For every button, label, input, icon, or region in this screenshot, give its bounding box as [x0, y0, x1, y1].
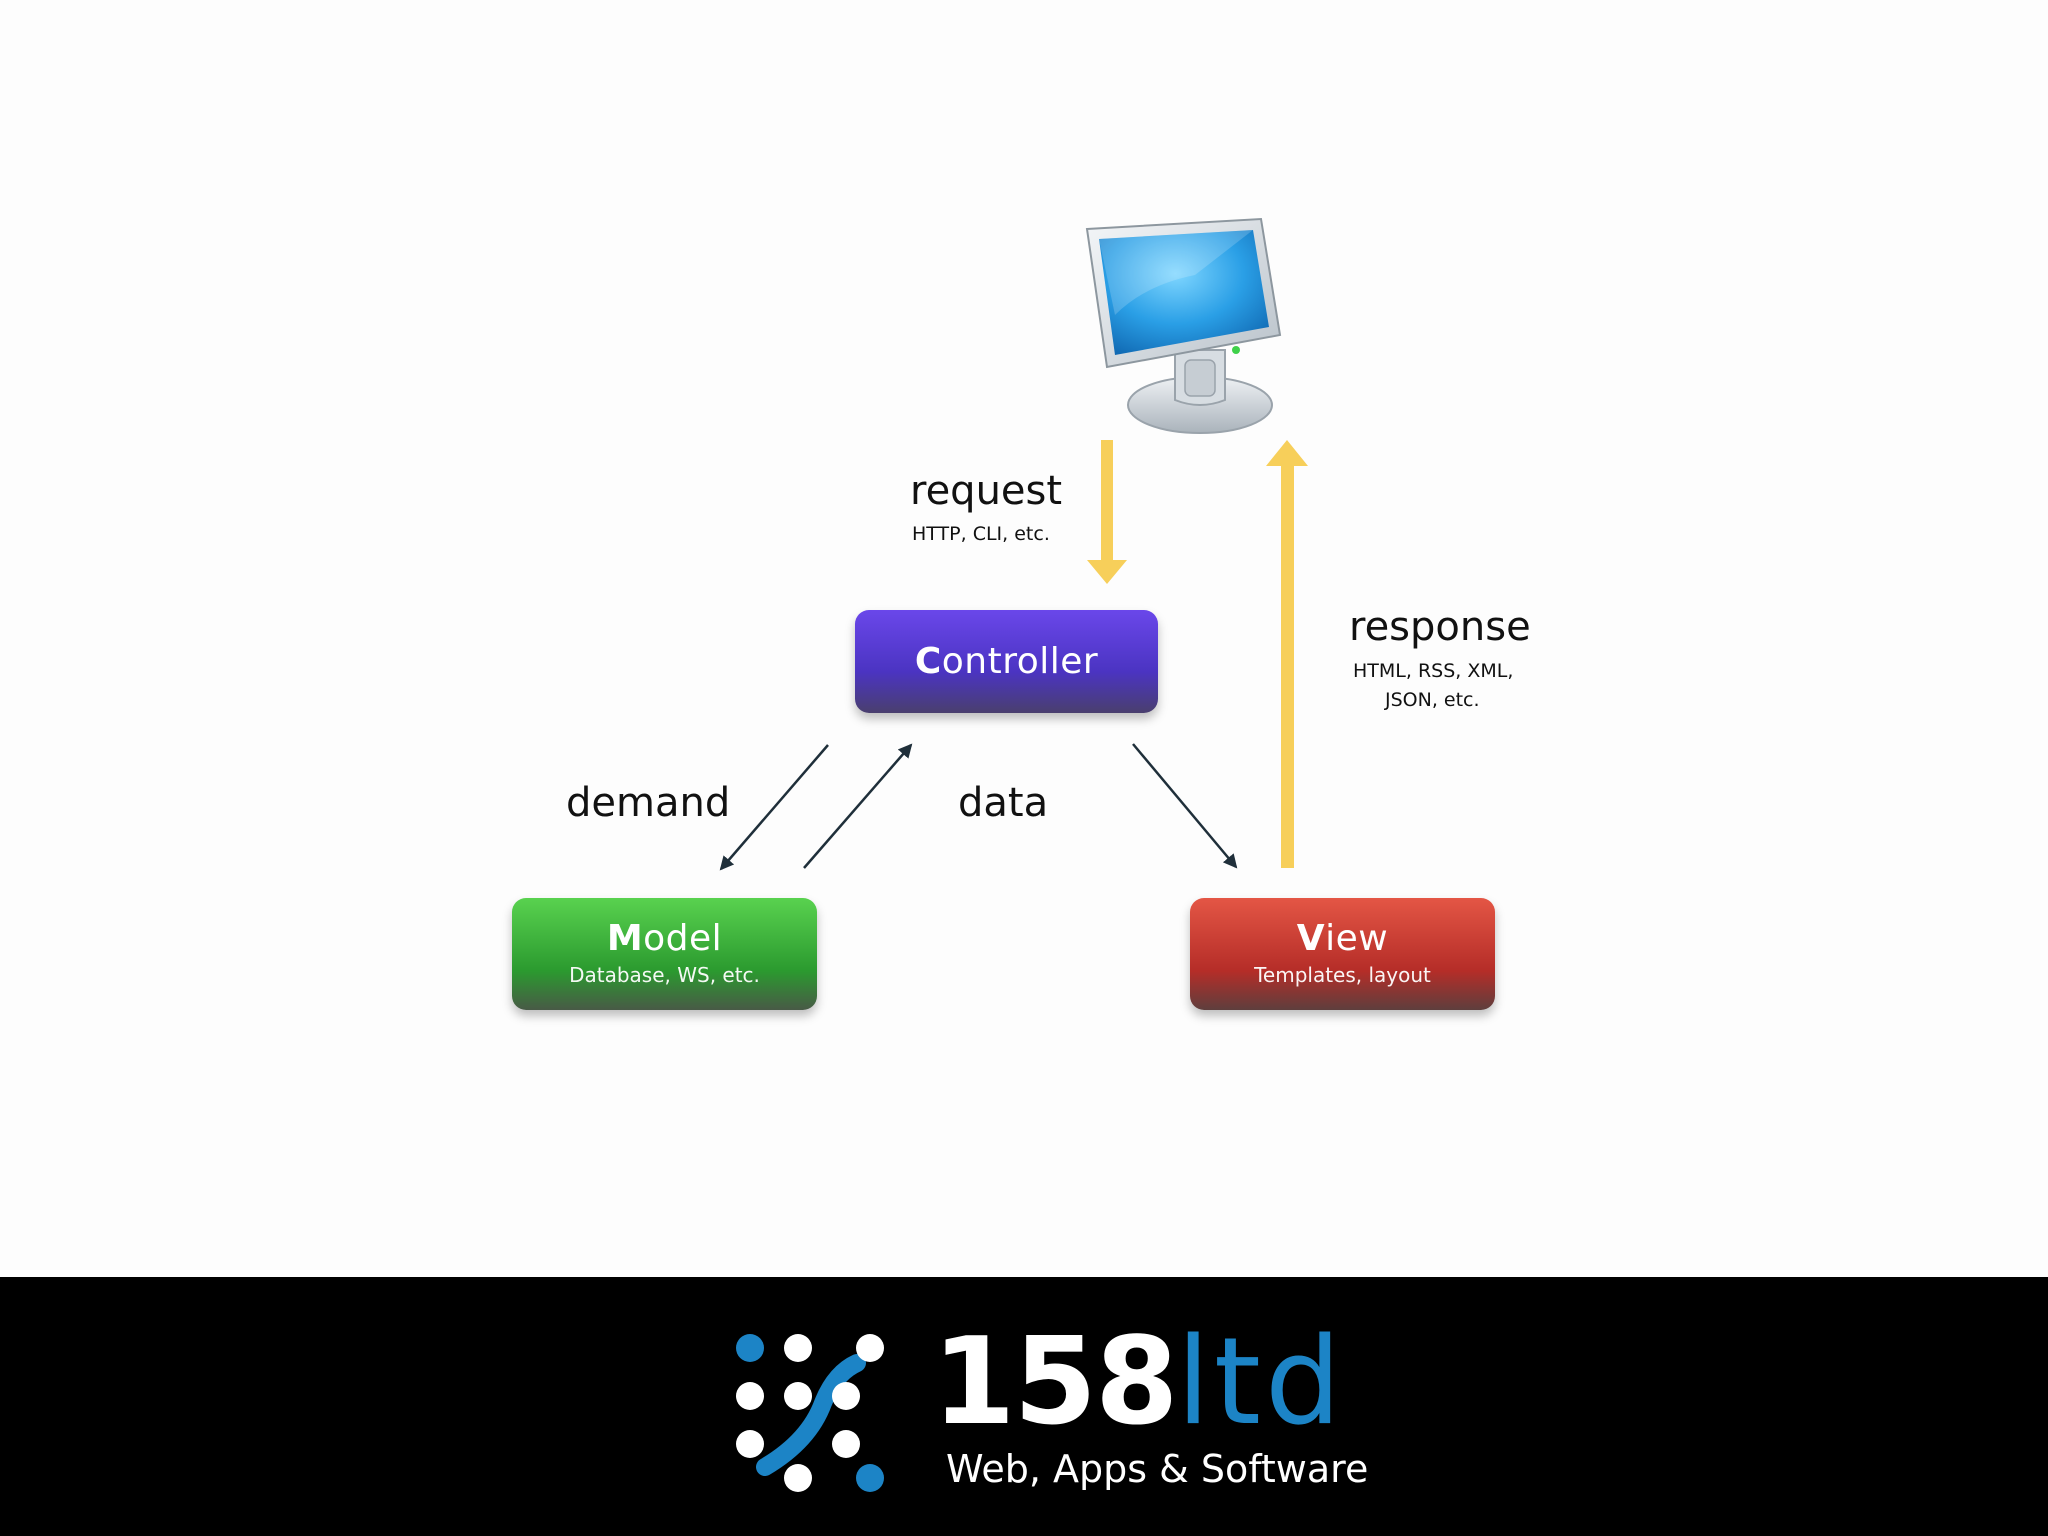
data-label: data — [958, 780, 1049, 826]
controller-title: Controller — [914, 641, 1099, 682]
controller-to-view-arrow — [1132, 743, 1238, 869]
view-box: View Templates, layout — [1190, 898, 1495, 1010]
response-arrow — [1266, 440, 1308, 868]
model-box: Model Database, WS, etc. — [512, 898, 817, 1010]
brand-tagline: Web, Apps & Software — [946, 1447, 1369, 1491]
request-arrow — [1087, 440, 1127, 584]
brand-name: 158ltd — [932, 1318, 1345, 1448]
request-detail: HTTP, CLI, etc. — [912, 523, 1050, 545]
view-subtitle: Templates, layout — [1254, 963, 1431, 987]
view-title: View — [1296, 918, 1389, 959]
demand-label: demand — [566, 780, 731, 826]
response-label: response — [1349, 604, 1531, 650]
brand-logo-icon — [736, 1334, 884, 1492]
request-label: request — [910, 468, 1063, 514]
diagram-arrows — [719, 440, 1308, 871]
model-subtitle: Database, WS, etc. — [569, 963, 760, 987]
computer-monitor-icon — [1085, 217, 1282, 434]
response-detail-line1: HTML, RSS, XML, — [1353, 660, 1514, 682]
controller-box: Controller — [855, 610, 1158, 713]
brand-suffix: ltd — [1176, 1313, 1346, 1452]
brand-number: 158 — [932, 1313, 1178, 1452]
footer-banner — [0, 1277, 2048, 1536]
mvc-diagram: Controller Model Database, WS, etc. View… — [512, 217, 1531, 1010]
data-arrow — [803, 743, 913, 869]
demand-arrow — [719, 744, 829, 871]
response-detail-line2: JSON, etc. — [1385, 689, 1480, 711]
model-title: Model — [606, 918, 723, 959]
